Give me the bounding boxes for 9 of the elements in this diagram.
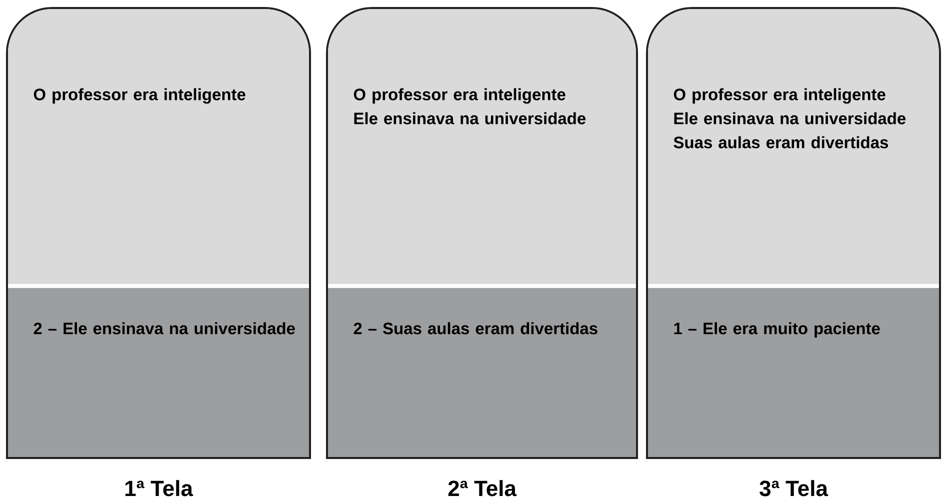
lower-panel: 2 – Ele ensinava na universidade (8, 288, 309, 457)
upper-panel: O professor era inteligente Ele ensinava na universidade Suas aulas eram divertidas (648, 9, 939, 284)
screen-caption: 1ª Tela (125, 480, 194, 496)
upper-panel: O professor era inteligente (8, 9, 309, 284)
lower-panel: 2 – Suas aulas eram divertidas (328, 288, 636, 457)
upper-panel: O professor era inteligente Ele ensinava na universidade (328, 9, 636, 284)
lower-panel: 1 – Ele era muito paciente (648, 288, 939, 457)
screen-caption: 2ª Tela (448, 480, 517, 496)
screen-caption: 3ª Tela (760, 480, 828, 496)
